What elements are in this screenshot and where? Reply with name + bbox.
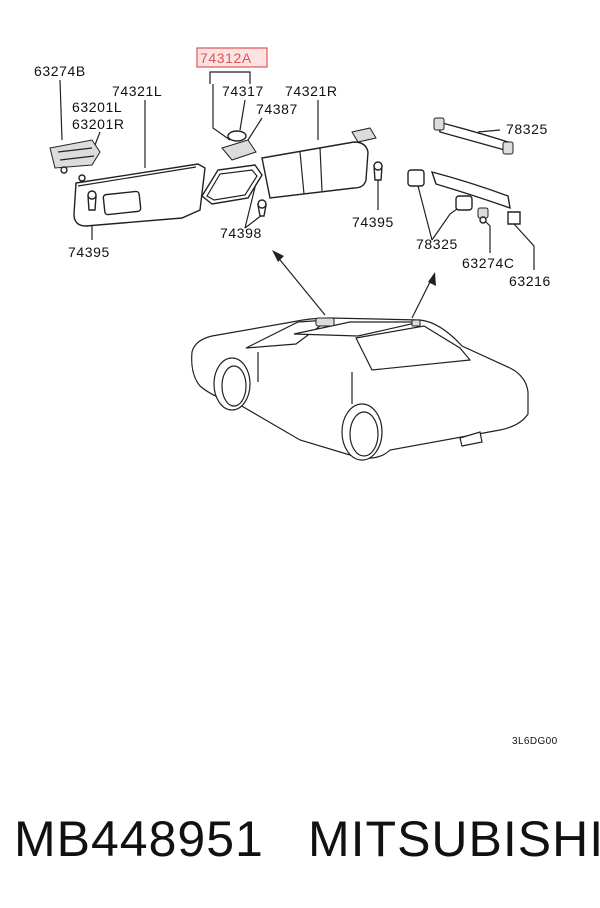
- right-sun-visor: [261, 127, 377, 199]
- label-74398: 74398: [220, 225, 262, 241]
- label-74312A: 74312A: [200, 50, 252, 66]
- cap-63216: [507, 211, 521, 225]
- left-bracket: [49, 139, 101, 182]
- arrows: [272, 250, 436, 319]
- brand-name: MITSUBISHI: [308, 811, 600, 867]
- assist-grip-upper: [433, 117, 514, 155]
- assist-grip-lower: [407, 169, 511, 211]
- label-63201R: 63201R: [72, 116, 125, 132]
- footer: MB448951 MITSUBISHI: [0, 800, 600, 880]
- label-63274C: 63274C: [462, 255, 515, 271]
- label-74395-left: 74395: [68, 244, 110, 260]
- label-63216: 63216: [509, 273, 551, 289]
- mirror-clip-74317: [221, 130, 257, 161]
- part-number: MB448951: [14, 811, 264, 867]
- label-78325-bottom: 78325: [416, 236, 458, 252]
- label-78325-top: 78325: [506, 121, 548, 137]
- left-screw-74395: [87, 190, 97, 211]
- label-74321L: 74321L: [112, 83, 162, 99]
- label-63201L: 63201L: [72, 99, 122, 115]
- label-74321R: 74321R: [285, 83, 338, 99]
- label-74317: 74317: [222, 83, 264, 99]
- label-74387: 74387: [256, 101, 298, 117]
- screw-74398: [257, 199, 267, 217]
- car-illustration: [191, 317, 529, 461]
- right-screw-74395: [373, 161, 383, 181]
- bolt-63274C: [477, 207, 489, 224]
- label-74395-right: 74395: [352, 214, 394, 230]
- vanity-mirror: [201, 164, 263, 205]
- reference-code: 3L6DG00: [512, 736, 558, 747]
- parts-diagram: 63274B 74312A 74321L 74317 74321R 63201L…: [34, 47, 558, 747]
- label-63274B: 63274B: [34, 63, 86, 79]
- highlight-box: [196, 47, 268, 68]
